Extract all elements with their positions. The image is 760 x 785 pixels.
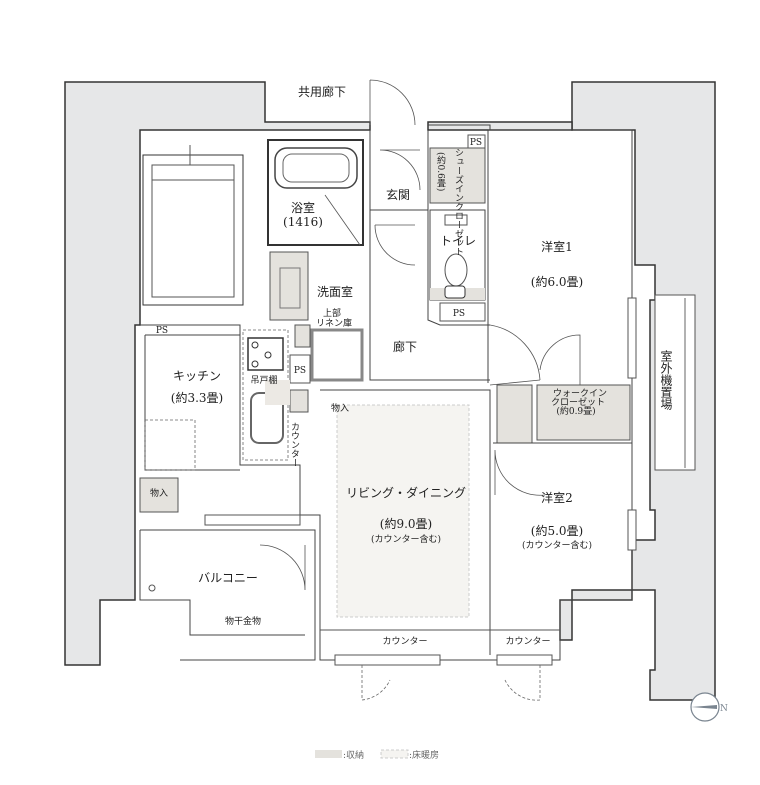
label-laundry-hardware: 物干金物 bbox=[225, 615, 261, 627]
label-storage: 物入 bbox=[331, 402, 349, 414]
wash-basin bbox=[269, 251, 309, 321]
floor-heating-area bbox=[336, 404, 470, 618]
label-bath-size: (1416) bbox=[283, 215, 323, 229]
legend-floor-heating-swatch bbox=[380, 749, 409, 759]
label-kitchen-size: (約3.3畳) bbox=[171, 390, 223, 405]
w2-window bbox=[496, 654, 553, 666]
legend-storage-label: :収納 bbox=[343, 749, 364, 761]
label-entrance: 玄関 bbox=[386, 187, 410, 202]
label-counter-ldk: カウンター bbox=[382, 636, 427, 647]
compass-label: N bbox=[720, 704, 728, 714]
bathtub bbox=[274, 147, 358, 189]
label-western2-size: (約5.0畳) bbox=[531, 523, 583, 538]
label-ldk: リビング・ダイニング bbox=[346, 485, 466, 500]
label-shoe-closet-size: (約0.6畳) bbox=[435, 152, 446, 191]
label-wic-2: クローゼット bbox=[551, 396, 605, 408]
label-linen-2: リネン庫 bbox=[316, 317, 352, 329]
label-washroom: 洗面室 bbox=[317, 284, 353, 299]
label-western2-note: (カウンター含む) bbox=[522, 539, 592, 551]
label-outdoor-unit: 室外機置場 bbox=[659, 349, 673, 411]
label-counter-kitchen: カウンター bbox=[289, 422, 300, 467]
label-ps-shoe: PS bbox=[470, 138, 482, 148]
label-toilet: トイレ bbox=[440, 234, 476, 248]
label-common-corridor: 共用廊下 bbox=[298, 84, 346, 99]
stove bbox=[247, 337, 284, 371]
label-counter-w2: カウンター bbox=[505, 636, 550, 647]
window-w2 bbox=[627, 509, 637, 551]
top-wall-right bbox=[427, 121, 573, 131]
window-w1 bbox=[627, 297, 637, 379]
kitchen-storage bbox=[139, 477, 179, 513]
label-shoe-closet: シューズインクローゼット bbox=[453, 148, 464, 256]
compass bbox=[690, 692, 720, 722]
label-ps-wash: PS bbox=[294, 366, 306, 376]
label-wic-size: (約0.9畳) bbox=[556, 405, 595, 417]
label-ps-toilet: PS bbox=[453, 309, 465, 319]
outdoor-unit-space bbox=[654, 294, 696, 471]
washing-machine bbox=[310, 328, 364, 382]
label-kitchen: キッチン bbox=[173, 369, 221, 383]
legend-storage-swatch bbox=[315, 750, 342, 758]
label-linen-1: 上部 bbox=[323, 307, 341, 319]
label-balcony: バルコニー bbox=[198, 571, 258, 585]
label-ps-kitchen: PS bbox=[156, 326, 168, 336]
label-wall-cabinet: 吊戸棚 bbox=[250, 374, 277, 386]
label-western1-size: (約6.0畳) bbox=[531, 274, 583, 289]
label-storage2: 物入 bbox=[150, 487, 168, 499]
ldk-window bbox=[334, 654, 441, 666]
label-hallway: 廊下 bbox=[393, 339, 417, 354]
label-ldk-size: (約9.0畳) bbox=[380, 516, 432, 531]
label-wic-1: ウォークイン bbox=[553, 388, 607, 399]
legend-floor-heating-label: :床暖房 bbox=[409, 749, 439, 761]
label-western1: 洋室1 bbox=[541, 239, 573, 254]
label-bath: 浴室 bbox=[291, 200, 315, 215]
stair-box bbox=[142, 154, 244, 306]
toilet-bowl bbox=[444, 253, 468, 287]
walk-in-closet-area bbox=[536, 384, 631, 441]
label-western2: 洋室2 bbox=[541, 490, 573, 505]
shoe-closet-area bbox=[429, 147, 486, 204]
label-ldk-note: (カウンター含む) bbox=[371, 533, 441, 545]
